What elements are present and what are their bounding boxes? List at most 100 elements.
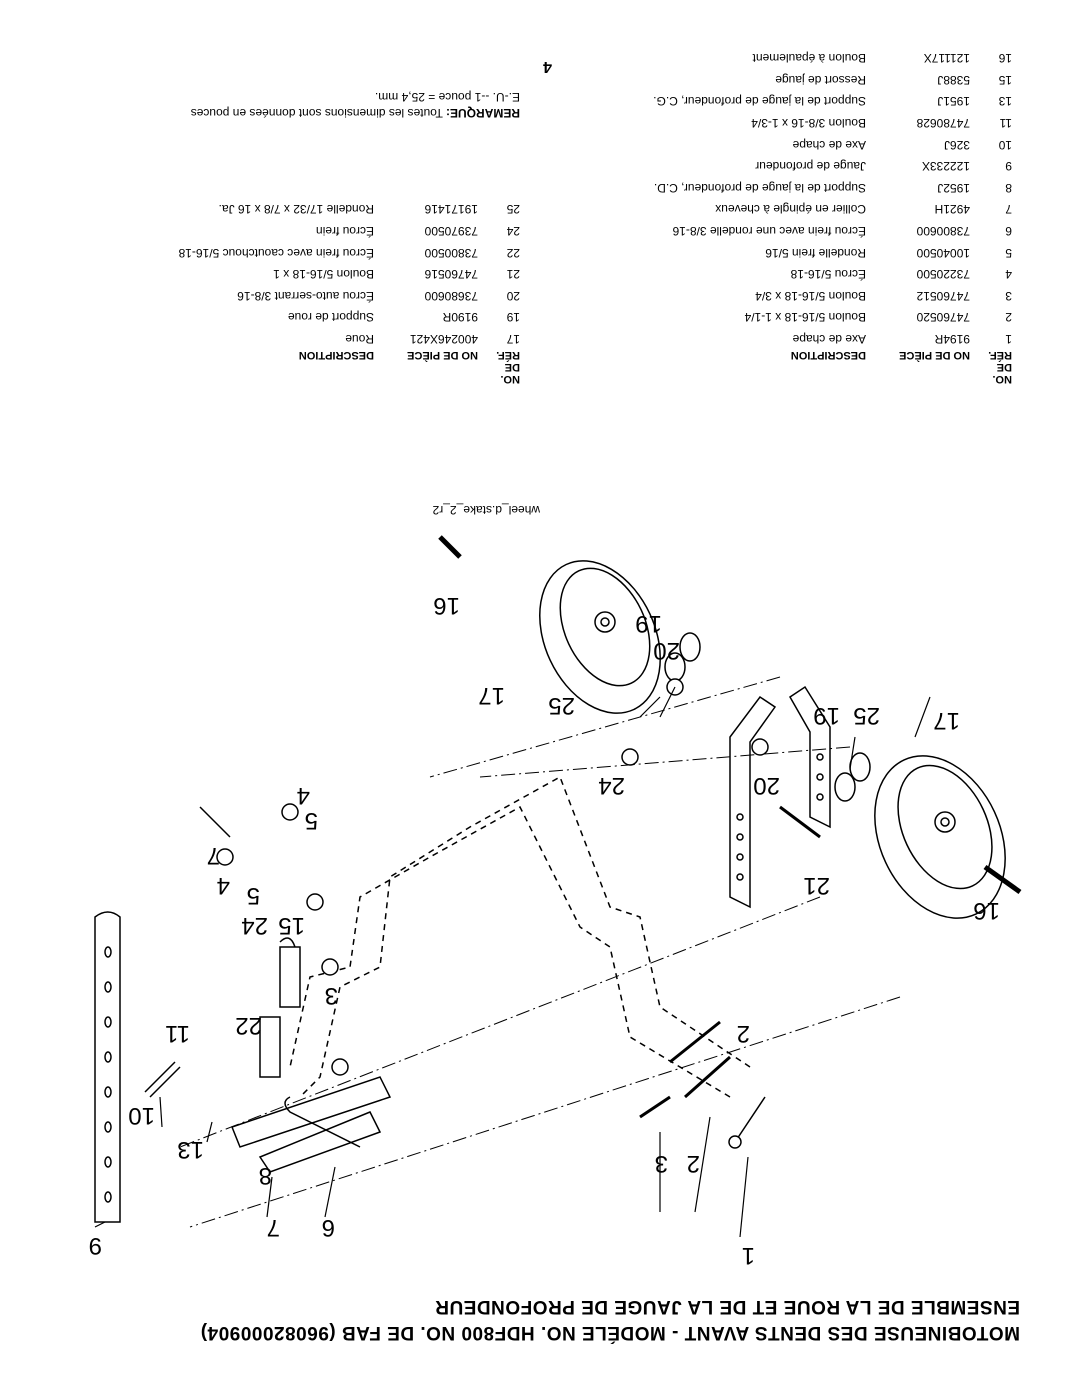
desc-cell: Axe de chape [792, 137, 866, 152]
callout-number: 25 [853, 702, 880, 729]
ref-cell: 21 [506, 267, 520, 282]
ref-cell: 20 [506, 288, 520, 303]
ref-cell: 7 [1005, 202, 1012, 217]
hairpin-lower [199, 806, 231, 838]
bolt-2 [669, 1020, 731, 1099]
desc-cell: Boulon 5/16-18 x 1-1/4 [744, 310, 866, 325]
callout-number: 17 [478, 682, 505, 709]
callout-number: 5 [304, 807, 318, 834]
part-cell: 9190R [442, 310, 478, 325]
callout-number: 15 [278, 912, 305, 939]
callout-number: 20 [753, 772, 780, 799]
table-row: 17 400246X421 Roue [50, 327, 520, 349]
callout-number: 9 [88, 1232, 102, 1259]
desc-cell: Ressort de jauge [775, 72, 866, 87]
remark-note: REMARQUE: Toutes les dimensions sont don… [60, 89, 520, 121]
desc-cell: Écrou auto-serrant 3/8-16 [237, 288, 374, 303]
desc-cell: Écrou 5/16-18 [790, 267, 866, 282]
ref-cell: 25 [506, 202, 520, 217]
part-cell: 400246X421 [409, 332, 478, 346]
desc-cell: Support de roue [287, 310, 374, 325]
part-cell: 19171416 [424, 202, 478, 217]
ref-cell: 13 [998, 94, 1012, 109]
part-cell: 74780628 [916, 116, 970, 131]
desc-cell: Jauge de profondeur [755, 159, 866, 174]
callout-number: 8 [258, 1162, 272, 1189]
callout-number: 17 [933, 707, 960, 734]
callout-number: 2 [686, 1150, 700, 1177]
part-cell: 4921H [934, 202, 970, 217]
clevis-pin [144, 1061, 181, 1098]
ref-cell: 22 [506, 245, 520, 260]
callout-number: 24 [598, 772, 625, 799]
ref-cell: 17 [506, 332, 520, 346]
header-description: DESCRIPTION [298, 349, 374, 361]
header-ref: NO. DE RÉF. [496, 349, 520, 385]
ref-cell: 9 [1005, 159, 1012, 174]
page-number: 4 [543, 58, 552, 75]
wheel-upper [539, 560, 661, 714]
ref-cell: 15 [998, 72, 1012, 87]
desc-cell: Rondelle 17/32 x 7/8 x 16 Ja. [218, 202, 374, 217]
ref-cell: 19 [506, 310, 520, 325]
part-cell: 73220500 [916, 267, 970, 282]
desc-cell: Boulon 5/16-18 x 1 [273, 267, 374, 282]
callout-number: 20 [653, 637, 680, 664]
table-row: 19 9190R Support de roue [50, 306, 520, 328]
callout-number: 16 [433, 592, 460, 619]
callout-number: 5 [246, 882, 260, 909]
remark-text: Toutes les dimensions sont données en po… [190, 106, 443, 120]
gauge-spring [279, 937, 301, 1008]
wheel-bracket-lower [789, 685, 831, 829]
part-cell: 9194R [934, 332, 970, 346]
part-cell: 1952J [937, 180, 970, 195]
depth-bracket-tab [259, 1016, 281, 1078]
ref-cell: 1 [1005, 332, 1012, 346]
table-row: 4 73220500 Écrou 5/16-18 [542, 263, 1012, 285]
callout-number: 24 [241, 912, 268, 939]
depth-bracket-left [258, 1111, 382, 1173]
ref-cell: 4 [1005, 267, 1012, 282]
part-cell: 73800500 [424, 245, 478, 260]
ref-cell: 3 [1005, 288, 1012, 303]
callout-number: 3 [324, 982, 338, 1009]
desc-cell: Écrou frein avec caoutchouc 5/16-18 [178, 245, 374, 260]
ref-cell: 16 [998, 51, 1012, 66]
part-cell: 326J [943, 137, 970, 152]
diagram-filename: wheel_d.stake_2_r2 [432, 503, 540, 517]
desc-cell: Support de la jauge de profondeur, C.G. [653, 94, 866, 109]
part-cell: 10040500 [916, 245, 970, 260]
pin-1 [734, 1096, 766, 1143]
callout-number: 10 [128, 1102, 155, 1129]
callout-number: 6 [321, 1214, 335, 1241]
part-cell: 73800600 [916, 224, 970, 239]
shoulder-bolt-upper [438, 535, 462, 559]
desc-cell: Roue [345, 332, 374, 346]
tiller-frame [299, 775, 751, 1098]
callout-number: 7 [206, 842, 220, 869]
part-cell: 121117X [923, 51, 970, 66]
header-ref: NO. DE RÉF. [988, 349, 1012, 385]
desc-cell: Boulon 3/8-16 x 1-3/4 [751, 116, 866, 131]
ref-cell: 8 [1005, 180, 1012, 195]
callout-number: 4 [216, 872, 230, 899]
part-cell: 74760520 [916, 310, 970, 325]
ref-cell: 5 [1005, 245, 1012, 260]
part-cell: 73970500 [424, 224, 478, 239]
ref-cell: 24 [506, 224, 520, 239]
desc-cell: Support de la jauge de profondeur, C.D. [653, 180, 866, 195]
part-cell: 74760512 [916, 288, 970, 303]
